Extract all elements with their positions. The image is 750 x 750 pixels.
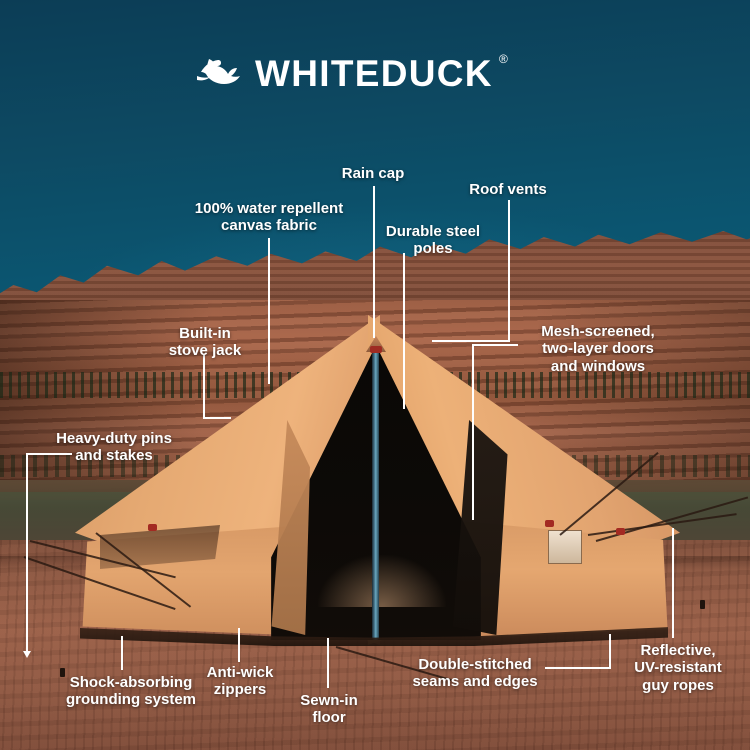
brand-wordmark: WHITEDUCK ® xyxy=(255,52,508,94)
leader-stove-jack-v xyxy=(203,355,205,419)
callout-heavy-duty-pins-stakes: Heavy-duty pins and stakes xyxy=(56,430,172,465)
leader-grounding xyxy=(121,636,123,670)
callout-water-repellent-canvas: 100% water repellent canvas fabric xyxy=(194,200,344,235)
callout-rain-cap: Rain cap xyxy=(341,165,405,182)
leader-seams-v xyxy=(609,634,611,669)
callout-reflective-uv-resistant-guy-ropes: Reflective, UV-resistant guy ropes xyxy=(634,642,722,694)
leader-steel-poles xyxy=(403,253,405,409)
callout-double-stitched-seams-edges: Double-stitched seams and edges xyxy=(412,656,538,691)
leader-roof-vents-v xyxy=(508,200,510,342)
leader-rain-cap xyxy=(373,186,375,338)
ground-stake xyxy=(700,600,705,609)
leader-sewn-floor xyxy=(327,638,329,688)
rain-cap-accent xyxy=(370,346,382,353)
leader-roof-vents-h xyxy=(432,340,510,342)
flying-duck-icon xyxy=(197,53,243,93)
leader-seams-h xyxy=(545,667,611,669)
registered-trademark-symbol: ® xyxy=(498,51,508,66)
callout-built-in-stove-jack: Built-in stove jack xyxy=(168,325,242,360)
leader-pins-v xyxy=(26,453,28,653)
leader-zippers xyxy=(238,628,240,662)
ground-stake xyxy=(60,668,65,677)
leader-water-repellent xyxy=(268,238,270,384)
brand-logo: WHITEDUCK ® xyxy=(197,52,508,94)
callout-sewn-in-floor: Sewn-in floor xyxy=(300,692,358,727)
tent-window-patch xyxy=(548,530,582,564)
callout-durable-steel-poles: Durable steel poles xyxy=(385,223,481,258)
rope-anchor xyxy=(616,528,625,535)
leader-guy-ropes xyxy=(672,528,674,638)
rope-anchor xyxy=(545,520,554,527)
leader-mesh-h xyxy=(472,344,518,346)
callout-shock-absorbing-grounding-system: Shock-absorbing grounding system xyxy=(65,674,196,709)
center-steel-pole xyxy=(372,348,379,640)
leader-pins-arrow xyxy=(23,651,31,658)
brand-name: WHITEDUCK xyxy=(255,52,493,94)
leader-pins-h xyxy=(26,453,72,455)
rope-anchor xyxy=(148,524,157,531)
tent-interior-glow xyxy=(318,555,446,607)
leader-stove-jack-h xyxy=(203,417,231,419)
callout-roof-vents: Roof vents xyxy=(469,181,547,198)
callout-anti-wick-zippers: Anti-wick zippers xyxy=(206,664,274,699)
callout-mesh-screened-doors-windows: Mesh-screened, two-layer doors and windo… xyxy=(541,323,655,375)
leader-mesh-v xyxy=(472,344,474,520)
